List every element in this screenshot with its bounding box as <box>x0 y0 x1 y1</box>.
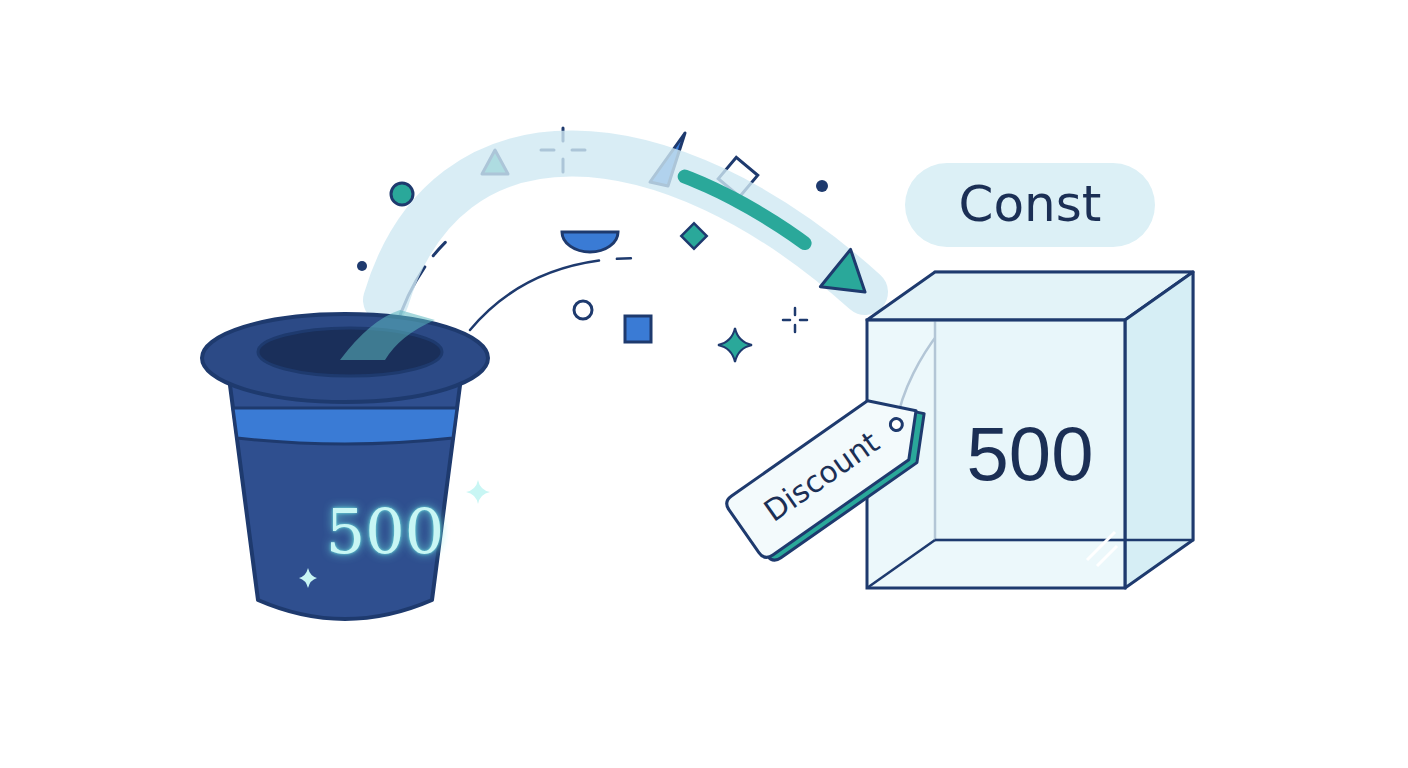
tag-body <box>723 381 936 560</box>
confetti-circle <box>574 301 592 319</box>
glass-glint <box>1087 532 1115 560</box>
const-pill: Const <box>905 163 1155 247</box>
confetti-star <box>718 328 752 362</box>
confetti-dot <box>357 261 367 271</box>
label-holder: 500 <box>295 496 475 567</box>
motion-line <box>470 258 700 330</box>
arrow-shaft <box>685 177 805 244</box>
tag-hole <box>888 416 905 433</box>
magic-swirl <box>340 310 435 360</box>
label-holder: Const <box>905 163 1155 247</box>
sparkle <box>466 480 490 504</box>
node-label: 500 <box>326 496 444 567</box>
confetti-half <box>562 232 618 252</box>
sparkle <box>299 568 317 588</box>
confetti-diamond <box>681 223 706 248</box>
glass-glint <box>1097 546 1117 566</box>
hat-shape <box>200 300 500 630</box>
cube-edge <box>867 540 935 588</box>
sparkle <box>783 308 807 332</box>
cube-edge <box>935 539 1193 542</box>
node-label: 500 <box>967 410 1094 497</box>
magic-arc <box>386 153 865 300</box>
magic-hat: 500 <box>200 300 500 630</box>
confetti-circle <box>391 183 413 205</box>
glass-cube: 500 <box>865 270 1195 590</box>
label-holder: 500 <box>900 410 1160 497</box>
node-label: Const <box>959 176 1102 234</box>
confetti-dot <box>816 180 828 192</box>
hat-band <box>233 408 457 444</box>
arrow-head <box>820 249 865 292</box>
confetti-dot <box>761 267 775 281</box>
swoosh <box>386 153 865 300</box>
hat-body <box>228 370 462 619</box>
confetti-square <box>625 316 651 342</box>
